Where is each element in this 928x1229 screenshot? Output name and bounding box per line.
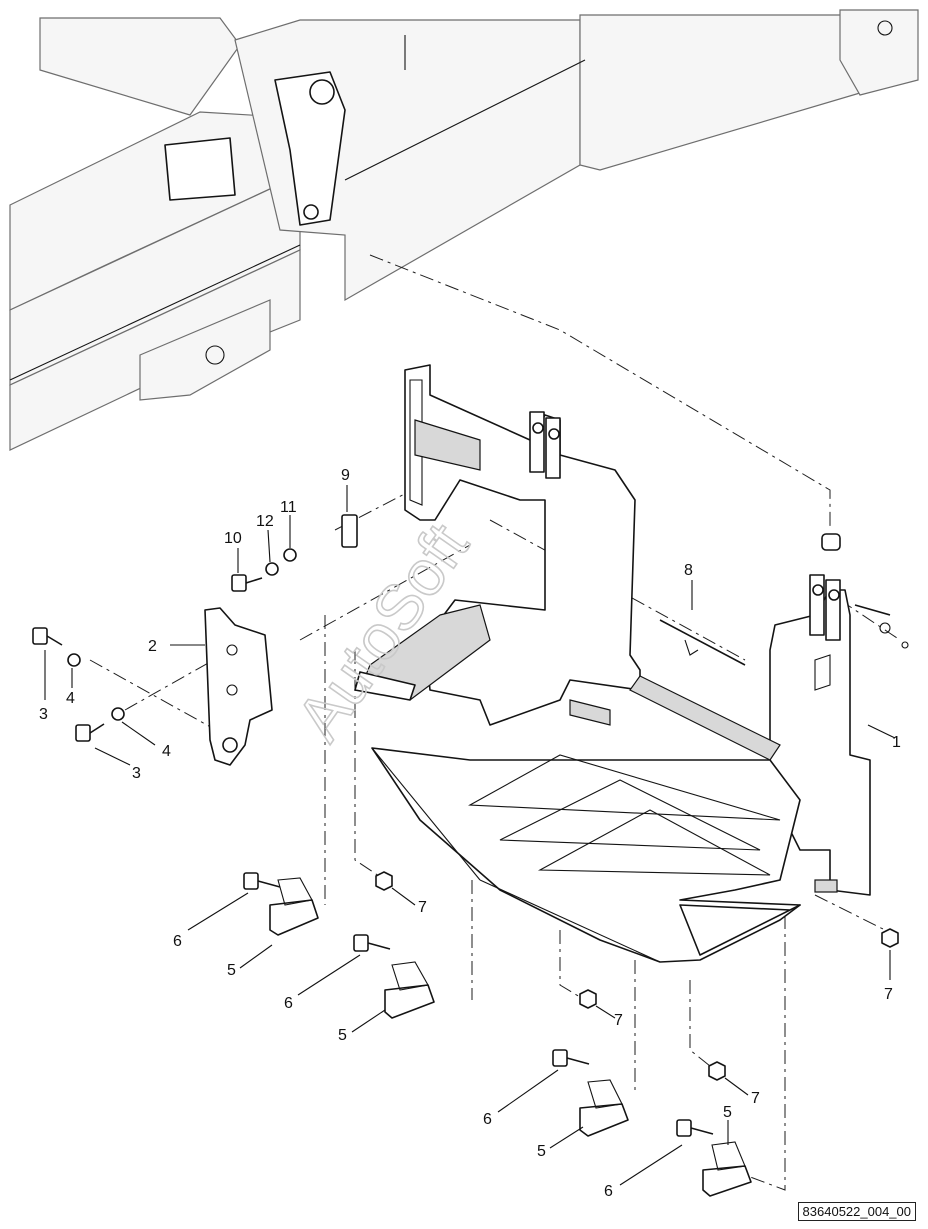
bolt-6b (353, 934, 391, 952)
machine-frame (9, 9, 919, 451)
callout-10: 10 (224, 530, 242, 547)
callout-3a: 3 (39, 706, 48, 723)
callout-5c: 5 (537, 1143, 546, 1160)
step-tray (371, 675, 801, 963)
drawing-reference-number: 83640522_004_00 (797, 1202, 916, 1221)
bolt-6a (243, 872, 281, 890)
callout-7c: 7 (751, 1090, 760, 1107)
callout-2: 2 (148, 638, 157, 655)
callout-3b: 3 (132, 765, 141, 782)
nut-7a (375, 871, 393, 891)
callout-7a: 7 (418, 899, 427, 916)
bolt-6c (552, 1049, 590, 1067)
callout-labels: 1 2 3 4 4 3 8 9 10 12 11 6 5 6 5 6 5 6 5… (39, 467, 901, 1200)
callout-4a: 4 (66, 690, 75, 707)
hardware (32, 514, 909, 1197)
hitch-frame-part-1 (354, 364, 641, 726)
callout-8: 8 (684, 562, 693, 579)
callout-4b: 4 (162, 743, 171, 760)
callout-6b: 6 (284, 995, 293, 1012)
nut-7b (579, 989, 597, 1009)
callout-7b: 7 (614, 1012, 623, 1029)
callout-11: 11 (280, 499, 297, 516)
callout-5a: 5 (227, 962, 236, 979)
callout-6d: 6 (604, 1183, 613, 1200)
bracket-part-2 (204, 607, 273, 766)
bolt-6d (676, 1119, 714, 1137)
callout-9: 9 (341, 467, 350, 484)
callout-6c: 6 (483, 1111, 492, 1128)
callout-12: 12 (256, 513, 274, 530)
callout-5d: 5 (723, 1104, 732, 1121)
clamp-5a (269, 877, 319, 936)
clamp-5b (384, 961, 435, 1019)
nut-7c (708, 1061, 726, 1081)
nut-7d (881, 928, 899, 948)
callout-1: 1 (892, 734, 901, 751)
callout-6a: 6 (173, 933, 182, 950)
clamp-5c (579, 1079, 629, 1137)
callout-5b: 5 (338, 1027, 347, 1044)
clamp-5d (702, 1141, 752, 1197)
callout-7d: 7 (884, 986, 893, 1003)
leader-lines (44, 485, 896, 1186)
